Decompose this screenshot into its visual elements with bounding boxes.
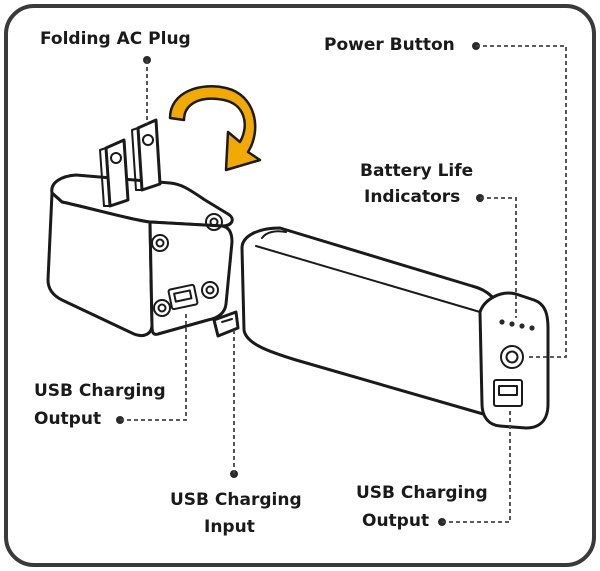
- label-usb-output-right-line2: Output: [362, 511, 429, 531]
- label-usb-output-left-line1: USB Charging: [34, 381, 166, 401]
- adapter-usb-port: [167, 283, 199, 311]
- power-button-icon: [500, 345, 524, 369]
- label-folding-ac-plug: Folding AC Plug: [40, 29, 191, 49]
- label-battery-life-line1: Battery Life: [360, 161, 473, 181]
- label-usb-output-right-line1: USB Charging: [356, 483, 488, 503]
- ac-adapter: [46, 173, 234, 338]
- label-power-button: Power Button: [324, 35, 455, 55]
- label-usb-output-left-line2: Output: [34, 409, 101, 429]
- battery-life-indicators: [499, 319, 535, 331]
- curved-arrow-icon: [168, 85, 262, 172]
- label-usb-input-line1: USB Charging: [170, 490, 302, 510]
- leader-lines: [116, 42, 567, 526]
- power-bank: [212, 226, 550, 430]
- label-usb-input-line2: Input: [204, 517, 255, 537]
- folding-plug-prongs: [99, 118, 162, 208]
- label-battery-life-line2: Indicators: [364, 187, 460, 207]
- usb-input-plug: [212, 310, 240, 338]
- power-bank-usb-port: [493, 379, 523, 407]
